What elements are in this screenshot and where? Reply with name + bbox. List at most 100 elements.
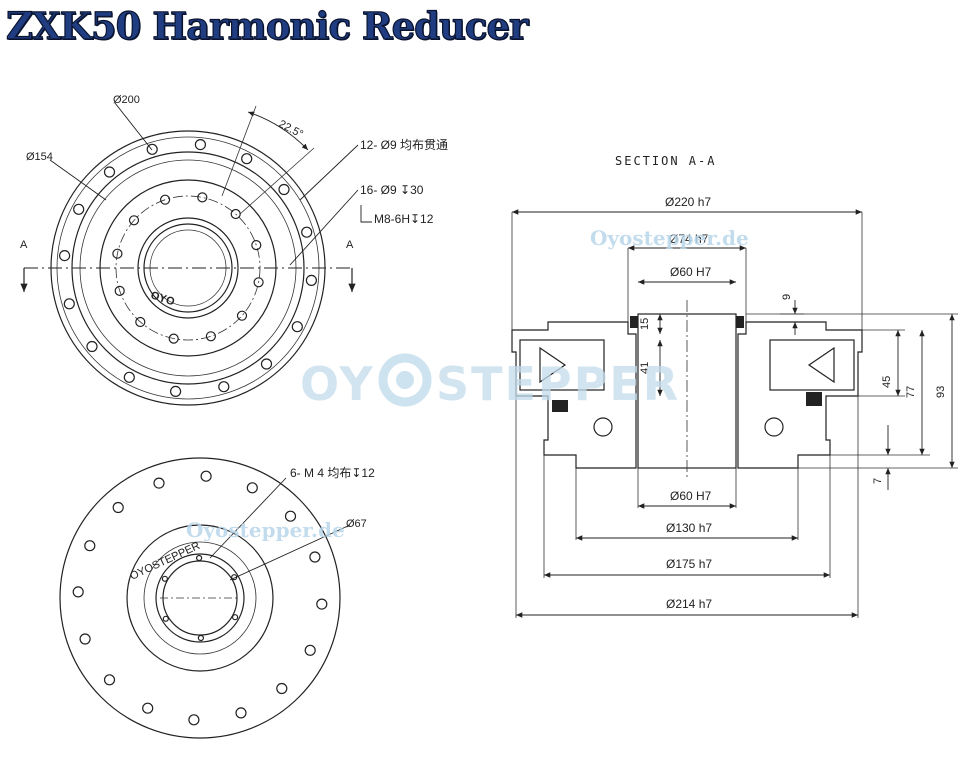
rear-outer-hole bbox=[284, 510, 297, 522]
front-inner-hole bbox=[197, 192, 208, 203]
rear-hub-circle bbox=[126, 524, 274, 672]
section-mark-left: A bbox=[20, 239, 28, 251]
bearing-right bbox=[769, 339, 855, 391]
watermark-gear-icon bbox=[378, 353, 432, 407]
section-title: SECTION A-A bbox=[615, 154, 716, 168]
dim-bottom-2: Ø175 h7 bbox=[666, 557, 712, 571]
rear-bore-outer bbox=[155, 553, 245, 643]
front-outer-hole bbox=[170, 385, 182, 397]
leader-holes-2 bbox=[289, 189, 359, 266]
front-outer-hole bbox=[123, 371, 135, 383]
watermark-brand-right: STEPPER bbox=[436, 357, 680, 411]
rear-thread-hole bbox=[232, 614, 239, 621]
front-inner-hole bbox=[112, 248, 123, 259]
leader-holes-1 bbox=[299, 144, 359, 201]
dim-top-2: Ø60 H7 bbox=[670, 265, 712, 279]
label-thread-holes: 6- M 4 均布↧12 bbox=[290, 466, 375, 480]
rear-outer-hole bbox=[112, 501, 124, 514]
front-inner-hole bbox=[230, 208, 241, 220]
front-inner-hole bbox=[114, 285, 125, 296]
rear-thread-hole bbox=[197, 634, 204, 642]
rear-thread-hole bbox=[161, 575, 168, 582]
section-mark-right: A bbox=[346, 239, 354, 251]
seal-right bbox=[806, 392, 822, 406]
label-holes-2: 16- Ø9 ↧30 bbox=[360, 183, 424, 197]
rear-outer-hole bbox=[72, 586, 84, 598]
front-inner-hole bbox=[253, 277, 264, 288]
front-outer-hole bbox=[146, 143, 158, 155]
front-view: Ø200 Ø154 22.5° 12- Ø9 均布贯通 16- Ø9 ↧30 M… bbox=[20, 94, 448, 406]
watermark-url-top: Oyostepper.de bbox=[590, 226, 749, 250]
rear-thread-hole-group bbox=[161, 554, 239, 642]
section-body-left bbox=[511, 321, 637, 469]
rear-thread-hole bbox=[162, 615, 169, 622]
bearing-roller-left bbox=[539, 346, 567, 384]
dim-top-1: Ø74 h7 bbox=[669, 232, 709, 246]
front-outer-hole bbox=[103, 166, 116, 178]
rear-outer-hole bbox=[103, 674, 116, 686]
section-body-right bbox=[737, 321, 863, 469]
angle-ref-line-1 bbox=[221, 105, 257, 197]
rear-hole-group bbox=[72, 470, 328, 726]
leader-dia-inner bbox=[229, 524, 351, 581]
dim-top-0: Ø220 h7 bbox=[665, 195, 711, 209]
dim-right-1: 15 bbox=[639, 318, 651, 330]
front-outer-hole bbox=[291, 321, 303, 333]
label-dia-outer: Ø200 bbox=[113, 94, 140, 106]
leader-thread-holes bbox=[209, 477, 287, 559]
watermark-brand-left: OY bbox=[300, 357, 375, 411]
rear-outer-hole bbox=[304, 644, 316, 656]
rear-outer-hole bbox=[188, 714, 200, 726]
dim-bottom-1: Ø130 h7 bbox=[666, 521, 712, 535]
housing-step bbox=[79, 159, 297, 377]
rear-thread-hole bbox=[196, 554, 203, 562]
leader-dia-outer bbox=[114, 102, 153, 151]
label-holes-1: 12- Ø9 均布贯通 bbox=[360, 138, 448, 152]
outer-hole-group bbox=[58, 139, 317, 397]
front-outer-hole bbox=[194, 139, 206, 151]
oring-top-left bbox=[630, 316, 638, 328]
brand-engraving: OYO bbox=[149, 289, 176, 308]
front-outer-hole bbox=[301, 226, 313, 238]
rear-outer-hole bbox=[200, 470, 212, 482]
counterbore-symbol bbox=[360, 205, 372, 223]
rear-outer-hole bbox=[153, 477, 165, 489]
angle-ref-line-2 bbox=[239, 147, 315, 215]
dim-right-0: 9 bbox=[781, 294, 793, 300]
front-inner-hole bbox=[135, 316, 146, 328]
angle-arc bbox=[247, 111, 309, 151]
front-inner-hole bbox=[205, 331, 216, 342]
watermark-url-bottom: Oyostepper.de bbox=[186, 518, 345, 542]
rear-outer-hole bbox=[84, 540, 96, 552]
seal-left bbox=[552, 400, 568, 412]
front-outer-hole bbox=[260, 358, 273, 370]
dim-right-5: 93 bbox=[935, 386, 947, 398]
front-inner-hole bbox=[236, 310, 248, 321]
label-dia-bolt: Ø154 bbox=[26, 151, 53, 163]
bearing-left bbox=[519, 339, 605, 391]
leader-dia-bolt bbox=[49, 159, 107, 201]
rear-outer-hole bbox=[276, 682, 288, 695]
dim-right-2: 41 bbox=[639, 362, 651, 374]
rear-hub-step bbox=[143, 541, 257, 655]
rear-view: 6- M 4 均布↧12 Ø67 OYOSTEPPER bbox=[59, 457, 375, 739]
front-inner-hole bbox=[168, 333, 179, 344]
label-dia-inner: Ø67 bbox=[346, 518, 367, 530]
oring-top-right bbox=[736, 316, 744, 328]
front-outer-hole bbox=[305, 274, 317, 286]
rear-outer-hole bbox=[316, 598, 328, 610]
front-outer-hole bbox=[241, 153, 253, 165]
front-outer-hole bbox=[278, 183, 290, 196]
front-outer-hole bbox=[86, 340, 98, 353]
section-view: SECTION A-A Ø220 h7 Ø74 h7 Ø60 H7 bbox=[511, 154, 958, 618]
front-inner-hole bbox=[251, 240, 262, 251]
label-holes-2-thread: M8-6H↧12 bbox=[374, 212, 434, 226]
rear-outer-hole bbox=[309, 551, 321, 563]
label-angle: 22.5° bbox=[277, 118, 305, 141]
front-outer-hole bbox=[58, 250, 71, 262]
dim-right-3: 45 bbox=[881, 376, 893, 388]
front-outer-hole bbox=[218, 381, 230, 393]
dim-bottom-3: Ø214 h7 bbox=[666, 597, 712, 611]
front-outer-hole bbox=[63, 298, 75, 310]
